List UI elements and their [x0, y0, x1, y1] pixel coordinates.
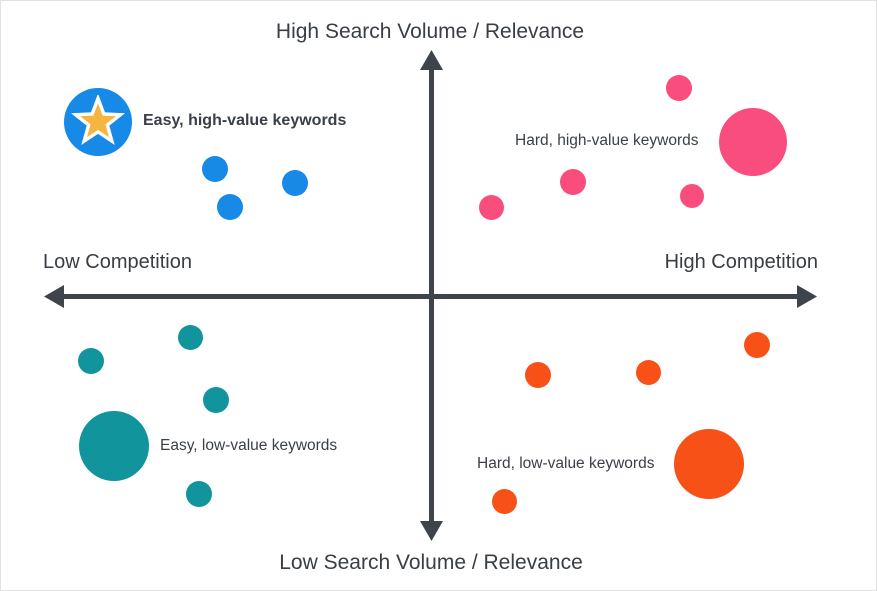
axis-label-top: High Search Volume / Relevance: [275, 20, 585, 43]
axis-label-left: Low Competition: [43, 251, 192, 273]
bubble-hard-low-value: [674, 429, 744, 499]
bubble-hard-low-value: [635, 359, 661, 385]
star-bubble: [64, 88, 132, 156]
bubble-easy-low-value: [186, 481, 212, 507]
bubble-easy-low-value: [203, 387, 229, 413]
bubble-easy-high-value: [282, 170, 308, 196]
bubble-easy-low-value: [79, 411, 149, 481]
bubble-easy-low-value: [78, 348, 104, 374]
bubble-easy-low-value: [177, 324, 203, 350]
bubble-easy-high-value: [217, 194, 243, 220]
bubble-hard-low-value: [525, 362, 551, 388]
bubble-hard-high-value: [719, 108, 787, 176]
quadrant-label-hard-low-value: Hard, low-value keywords: [477, 455, 655, 472]
quadrant-label-hard-high-value: Hard, high-value keywords: [515, 132, 699, 149]
arrowhead-left-icon: [44, 285, 64, 308]
arrowhead-right-icon: [797, 285, 817, 308]
bubble-hard-high-value: [666, 75, 692, 101]
bubble-easy-high-value: [202, 156, 228, 182]
axis-label-bottom: Low Search Volume / Relevance: [279, 551, 583, 574]
arrowhead-down-icon: [420, 521, 443, 541]
star-icon: [71, 95, 125, 146]
arrowhead-up-icon: [420, 50, 443, 70]
bubble-hard-high-value: [560, 169, 586, 195]
quadrant-label-easy-high-value: Easy, high-value keywords: [143, 112, 347, 129]
bubble-hard-low-value: [491, 488, 517, 514]
bubble-hard-high-value: [680, 184, 704, 208]
axis-label-right: High Competition: [664, 251, 818, 273]
bubble-hard-low-value: [744, 332, 770, 358]
bubble-hard-high-value: [478, 194, 504, 220]
quadrant-label-easy-low-value: Easy, low-value keywords: [160, 437, 338, 454]
